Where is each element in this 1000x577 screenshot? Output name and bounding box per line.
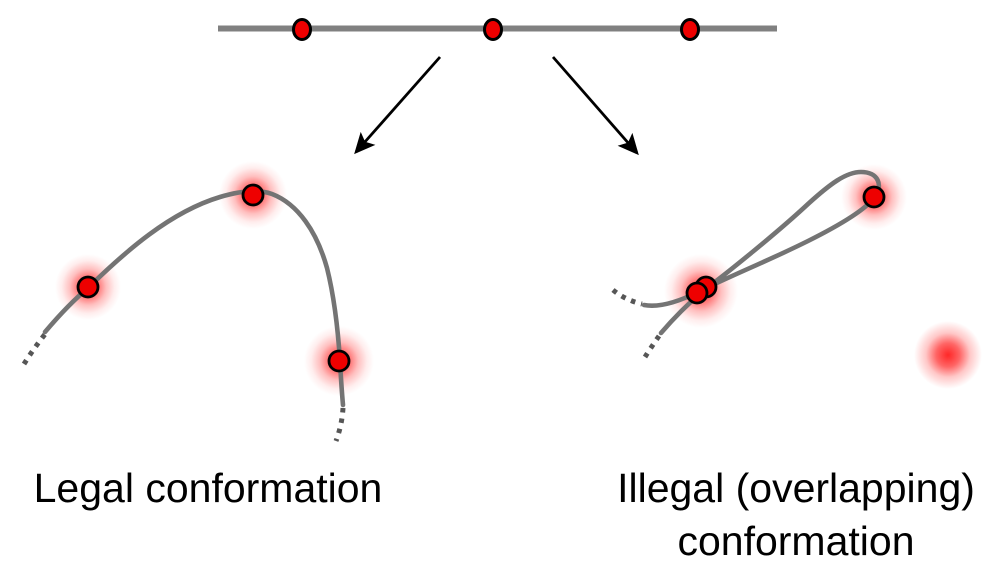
isolated-glow-blob — [914, 321, 982, 389]
legal-bead-3 — [327, 349, 351, 373]
arrow-down-right-icon — [551, 56, 639, 156]
legal-bead-1 — [76, 275, 100, 299]
illegal-conformation-figure — [611, 164, 907, 359]
illegal-chain-curve — [641, 169, 882, 336]
illegal-caption-line1: Illegal (overlapping) — [617, 465, 975, 511]
chain-dashed-tail — [333, 407, 346, 442]
illegal-caption-line2: conformation — [677, 518, 914, 564]
legal-caption: Legal conformation — [34, 465, 383, 511]
straight-chain — [218, 18, 777, 41]
illegal-bead-overlap-front — [685, 281, 709, 305]
chain-dashed-tail — [642, 334, 662, 359]
legal-conformation-figure — [21, 161, 374, 442]
chain-bead-3 — [680, 18, 700, 41]
illegal-bead-loop — [862, 185, 886, 209]
arrow-down-left-icon — [354, 56, 442, 155]
chain-bead-2 — [483, 18, 503, 41]
chain-dashed-tail — [21, 331, 48, 366]
legal-bead-2 — [241, 183, 265, 207]
chain-dashed-tail — [611, 288, 643, 307]
chain-bead-1 — [292, 18, 312, 41]
